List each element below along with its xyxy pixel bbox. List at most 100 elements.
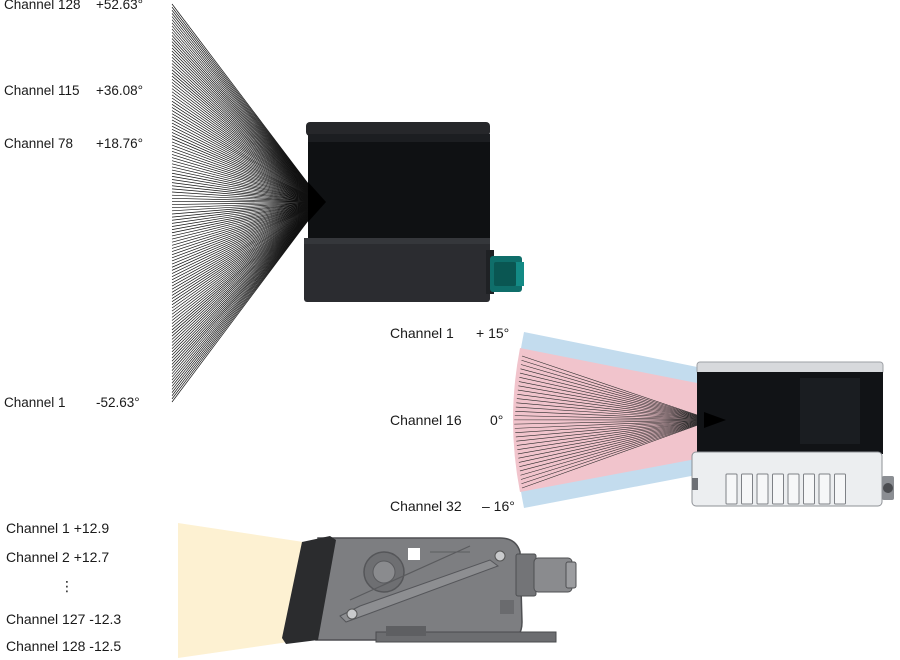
bottom-lidar-bezel [282, 536, 336, 644]
top-beam-line [171, 69, 323, 203]
top-beam-line [171, 103, 323, 203]
top-beam-line [171, 85, 323, 203]
top-beam-line [171, 63, 323, 203]
middle-beam-line [520, 419, 713, 480]
middle-beam-line [516, 419, 713, 442]
top-beam-line [171, 50, 323, 203]
top-beam-line [171, 201, 323, 359]
top-beam-line [171, 201, 323, 318]
top-beam-line [171, 78, 323, 203]
top-beam-line [171, 201, 323, 340]
top-beam-line [171, 201, 323, 237]
middle-beam-line [521, 419, 713, 489]
middle-beam-line [514, 415, 713, 421]
top-beam-line [171, 107, 323, 203]
middle-lidar-fin [741, 473, 753, 505]
middle-beam-line [521, 419, 713, 485]
top-label-channel-128: Channel 128+52.63° [4, 0, 144, 12]
middle-beam-line [517, 419, 713, 455]
top-beam-line [171, 122, 323, 203]
top-beam-line [171, 100, 323, 203]
top-beam-line [171, 113, 323, 203]
middle-lidar-fin [818, 473, 831, 505]
middle-beam-line [519, 419, 713, 468]
top-beam-line [171, 201, 323, 268]
top-beam-line [171, 201, 323, 243]
top-beam-line [171, 201, 323, 296]
top-beam-line [171, 66, 323, 203]
top-beam-line [171, 201, 323, 230]
middle-beam-line [515, 419, 713, 438]
top-beam-line [171, 41, 323, 203]
middle-beam-line [515, 419, 713, 433]
top-beam-line [171, 201, 323, 218]
middle-beam-line [520, 364, 713, 421]
top-lidar-window [308, 134, 490, 240]
middle-beam-line [517, 394, 713, 421]
bottom-lidar-unit [282, 536, 577, 644]
top-label-channel-78: Channel 78+18.76° [4, 136, 144, 151]
top-beam-line [171, 201, 323, 328]
top-beam-line [171, 166, 323, 203]
bottom-label-channel-127: Channel 127 -12.3 [6, 611, 122, 627]
middle-lidar-unit [691, 361, 894, 507]
middle-lidar-base [691, 451, 883, 507]
top-beam-line [171, 201, 323, 265]
top-beam-line [171, 201, 323, 365]
top-lidar-base [304, 238, 490, 302]
middle-beam-line [520, 368, 713, 421]
top-beam-line [171, 201, 323, 215]
middle-lidar-fin [772, 473, 784, 505]
top-beam-line [171, 182, 323, 203]
middle-beam-line [514, 419, 713, 425]
top-beam-line [171, 201, 323, 315]
top-beam-line [171, 116, 323, 203]
top-beam-line [171, 201, 323, 346]
top-beam-line [171, 60, 323, 203]
top-lidar-cap [306, 122, 490, 136]
top-beam-line [171, 132, 323, 203]
top-beam-line [171, 201, 323, 334]
top-beam-line [171, 157, 323, 203]
top-beam-line [171, 201, 323, 209]
top-beam-line [171, 201, 323, 324]
top-beam-line [171, 201, 323, 287]
top-beam-line [171, 144, 323, 203]
middle-beam-line [518, 381, 713, 421]
top-beam-line [171, 201, 323, 259]
top-beam-line [171, 201, 323, 290]
middle-beam-line [516, 402, 713, 421]
middle-beam-line [520, 419, 713, 476]
top-beam-line [171, 154, 323, 203]
top-beam-line [171, 72, 323, 203]
top-beam-line [171, 201, 323, 337]
top-beam-line [171, 201, 323, 227]
top-beam-line [171, 201, 323, 240]
middle-lidar-fin [787, 473, 800, 505]
middle-beam-line [515, 406, 713, 421]
top-beam-line [171, 201, 323, 203]
top-beam-line [171, 147, 323, 203]
top-beam-fan [171, 3, 323, 403]
middle-beam-line [514, 419, 713, 429]
top-beam-line [171, 201, 323, 356]
top-beam-line [171, 201, 323, 303]
top-beam-line [171, 197, 323, 203]
middle-lidar-fin [756, 473, 769, 505]
top-beam-line [171, 97, 323, 203]
middle-lidar-fin [725, 473, 738, 505]
top-label-channel-1: Channel 1-52.63° [4, 395, 140, 410]
top-beam-line [171, 47, 323, 203]
top-beam-line [171, 201, 323, 299]
top-beam-line [171, 201, 323, 221]
top-beam-line [171, 201, 323, 284]
top-beam-line [171, 201, 323, 234]
top-beam-line [171, 201, 323, 252]
top-beam-line [171, 201, 323, 309]
top-beam-line [171, 201, 323, 271]
top-beam-line [171, 201, 323, 312]
top-beam-line [171, 201, 323, 343]
middle-beam-line [519, 376, 713, 421]
top-beam-line [171, 88, 323, 203]
top-beam-line [171, 201, 323, 224]
